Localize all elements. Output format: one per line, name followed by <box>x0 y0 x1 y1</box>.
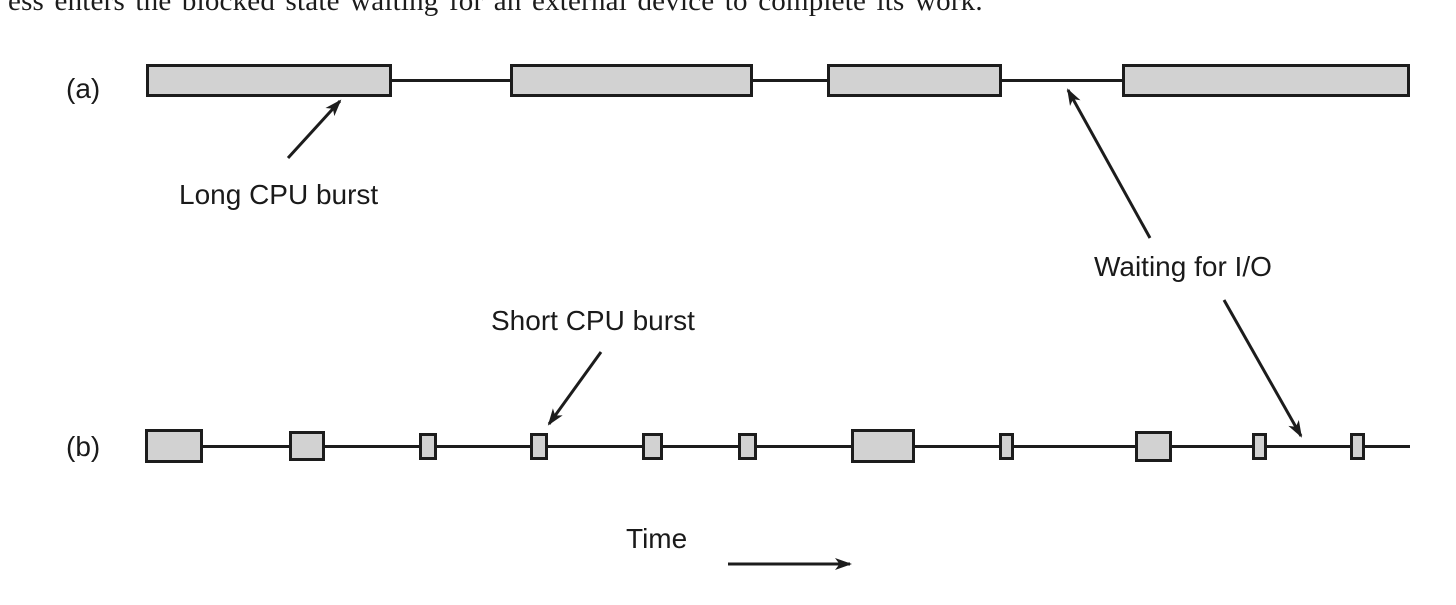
cpu-burst-rect <box>642 432 663 460</box>
cpu-burst-rect <box>827 63 1002 97</box>
cpu-burst-rect <box>146 63 392 97</box>
time-label: Time <box>626 523 688 554</box>
cpu-burst-rect <box>1350 432 1365 460</box>
cpu-burst-rect <box>510 63 753 97</box>
cpu-burst-rect <box>738 432 757 460</box>
cpu-burst-rect <box>145 429 203 463</box>
waiting-io-arrow-top <box>1066 88 1152 239</box>
cpu-burst-rect <box>999 432 1014 460</box>
waiting-for-io-label: Waiting for I/O <box>1094 251 1272 282</box>
cpu-burst-rect <box>419 432 437 460</box>
cpu-burst-rect <box>1122 63 1410 97</box>
row-b-short-bursts-timeline <box>145 444 1410 448</box>
waiting-io-arrow-bottom <box>1222 299 1303 438</box>
long-cpu-burst-label: Long CPU burst <box>179 179 379 210</box>
cpu-burst-rect <box>1252 432 1267 460</box>
long-cpu-burst-arrow <box>286 99 342 160</box>
cpu-burst-rect <box>851 429 915 463</box>
row-a-label: (a) <box>66 73 101 104</box>
short-cpu-burst-label: Short CPU burst <box>491 305 695 336</box>
row-b-label: (b) <box>66 431 101 462</box>
cpu-burst-rect <box>289 431 325 461</box>
row-a-long-bursts-timeline <box>146 78 1410 82</box>
short-cpu-burst-arrow <box>547 351 603 426</box>
cpu-burst-rect <box>530 432 548 460</box>
cpu-burst-rect <box>1135 430 1172 462</box>
clipped-paragraph-text: ess enters the blocked state waiting for… <box>8 0 983 17</box>
